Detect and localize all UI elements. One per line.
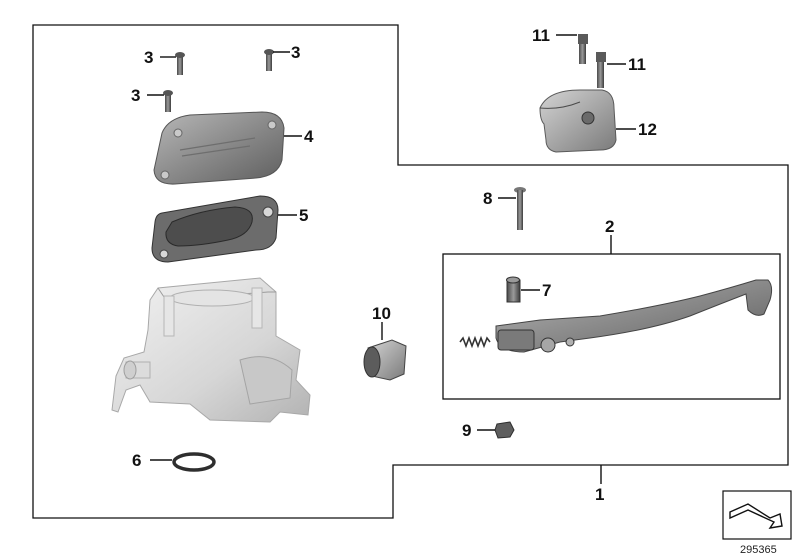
callout-10: 10: [372, 304, 391, 323]
reference-number: 295365: [740, 544, 777, 556]
callout-3c: 3: [131, 86, 140, 105]
callout-11a: 11: [532, 26, 550, 45]
screw-part-3a[interactable]: [175, 52, 185, 75]
callout-12: 12: [638, 120, 657, 139]
bolt-part-11b[interactable]: [596, 52, 606, 88]
nut-part-9[interactable]: [494, 421, 515, 439]
arrow-symbol-icon: [722, 490, 792, 540]
bushing-part-7[interactable]: [506, 276, 521, 303]
callout-5: 5: [299, 206, 308, 225]
callout-3a: 3: [144, 48, 153, 67]
callout-3b: 3: [291, 43, 300, 62]
screw-part-3b[interactable]: [264, 49, 274, 71]
pivot-pin-part-8[interactable]: [514, 187, 526, 230]
callout-4: 4: [304, 127, 314, 146]
callout-7: 7: [542, 281, 551, 300]
clamp-part-12[interactable]: [539, 89, 617, 153]
o-ring-part-6[interactable]: [172, 452, 216, 472]
screw-part-3c[interactable]: [163, 90, 173, 112]
assembly-frame-outline: [32, 24, 789, 519]
diaphragm-part-5[interactable]: [151, 195, 279, 263]
brake-lever[interactable]: [495, 279, 773, 353]
spring[interactable]: [459, 335, 491, 349]
sleeve-part-10[interactable]: [363, 339, 407, 381]
callout-2: 2: [605, 217, 614, 236]
callout-8: 8: [483, 189, 492, 208]
callout-6: 6: [132, 451, 141, 470]
reservoir-cover-part-4[interactable]: [153, 111, 285, 185]
bolt-part-11a[interactable]: [578, 34, 588, 64]
master-cylinder-housing[interactable]: [111, 277, 311, 423]
callout-1: 1: [595, 485, 604, 504]
callout-9: 9: [462, 421, 471, 440]
callout-11b: 11: [628, 55, 646, 74]
